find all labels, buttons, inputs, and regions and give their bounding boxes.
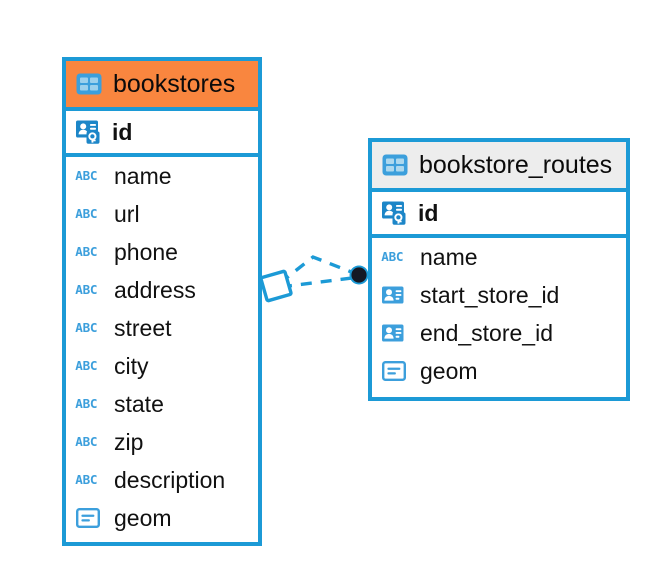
field-label: state [114, 390, 164, 417]
entity-bookstores[interactable]: bookstores id ABC [62, 57, 262, 546]
abc-icon: ABC [75, 169, 98, 183]
table-icon [382, 154, 408, 176]
abc-icon: ABC [75, 207, 98, 221]
field-row-city[interactable]: ABC city [66, 347, 258, 385]
diamond-marker [259, 269, 293, 303]
field-row-url[interactable]: ABC url [66, 195, 258, 233]
field-label: end_store_id [420, 319, 553, 346]
field-row-state[interactable]: ABC state [66, 385, 258, 423]
abc-icon: ABC [75, 435, 98, 449]
abc-icon: ABC [381, 250, 404, 264]
abc-icon: ABC [75, 359, 98, 373]
entity-title: bookstores [113, 69, 236, 98]
field-row-id[interactable]: id [372, 192, 626, 238]
field-row-geom[interactable]: geom [66, 499, 258, 537]
field-label: url [114, 200, 140, 227]
field-row-address[interactable]: ABC address [66, 271, 258, 309]
field-row-end-store-id[interactable]: end_store_id [372, 314, 626, 352]
abc-icon: ABC [75, 397, 98, 411]
field-label: street [114, 314, 172, 341]
abc-icon: ABC [75, 473, 98, 487]
relationship-line-branch [278, 255, 355, 285]
field-row-name[interactable]: ABC name [372, 238, 626, 276]
primary-key-icon [382, 201, 408, 225]
field-row-phone[interactable]: ABC phone [66, 233, 258, 271]
field-label: id [418, 199, 439, 226]
field-row-geom[interactable]: geom [372, 352, 626, 390]
entity-bookstore-routes[interactable]: bookstore_routes id ABC [368, 138, 630, 401]
field-row-zip[interactable]: ABC zip [66, 423, 258, 461]
table-icon [76, 73, 102, 95]
foreign-key-icon [382, 324, 410, 342]
entity-header-bookstores[interactable]: bookstores [66, 61, 258, 111]
field-row-description[interactable]: ABC description [66, 461, 258, 499]
geometry-icon [382, 361, 410, 381]
abc-icon: ABC [75, 283, 98, 297]
entity-header-bookstore-routes[interactable]: bookstore_routes [372, 142, 626, 192]
filled-circle-marker [349, 265, 369, 285]
field-label: start_store_id [420, 281, 560, 308]
field-label: phone [114, 238, 178, 265]
relationship-line-straight [280, 276, 353, 289]
abc-icon: ABC [75, 245, 98, 259]
field-label: city [114, 352, 149, 379]
primary-key-icon [76, 120, 102, 144]
field-row-start-store-id[interactable]: start_store_id [372, 276, 626, 314]
field-label: zip [114, 428, 144, 455]
field-label: geom [420, 357, 478, 384]
field-label: name [420, 243, 478, 270]
field-label: id [112, 118, 133, 145]
field-row-id[interactable]: id [66, 111, 258, 157]
entity-title: bookstore_routes [419, 150, 613, 179]
field-label: name [114, 162, 172, 189]
abc-icon: ABC [75, 321, 98, 335]
field-label: geom [114, 504, 172, 531]
geometry-icon [76, 508, 104, 528]
field-row-street[interactable]: ABC street [66, 309, 258, 347]
field-row-name[interactable]: ABC name [66, 157, 258, 195]
field-label: address [114, 276, 196, 303]
foreign-key-icon [382, 286, 410, 304]
field-label: description [114, 466, 226, 493]
